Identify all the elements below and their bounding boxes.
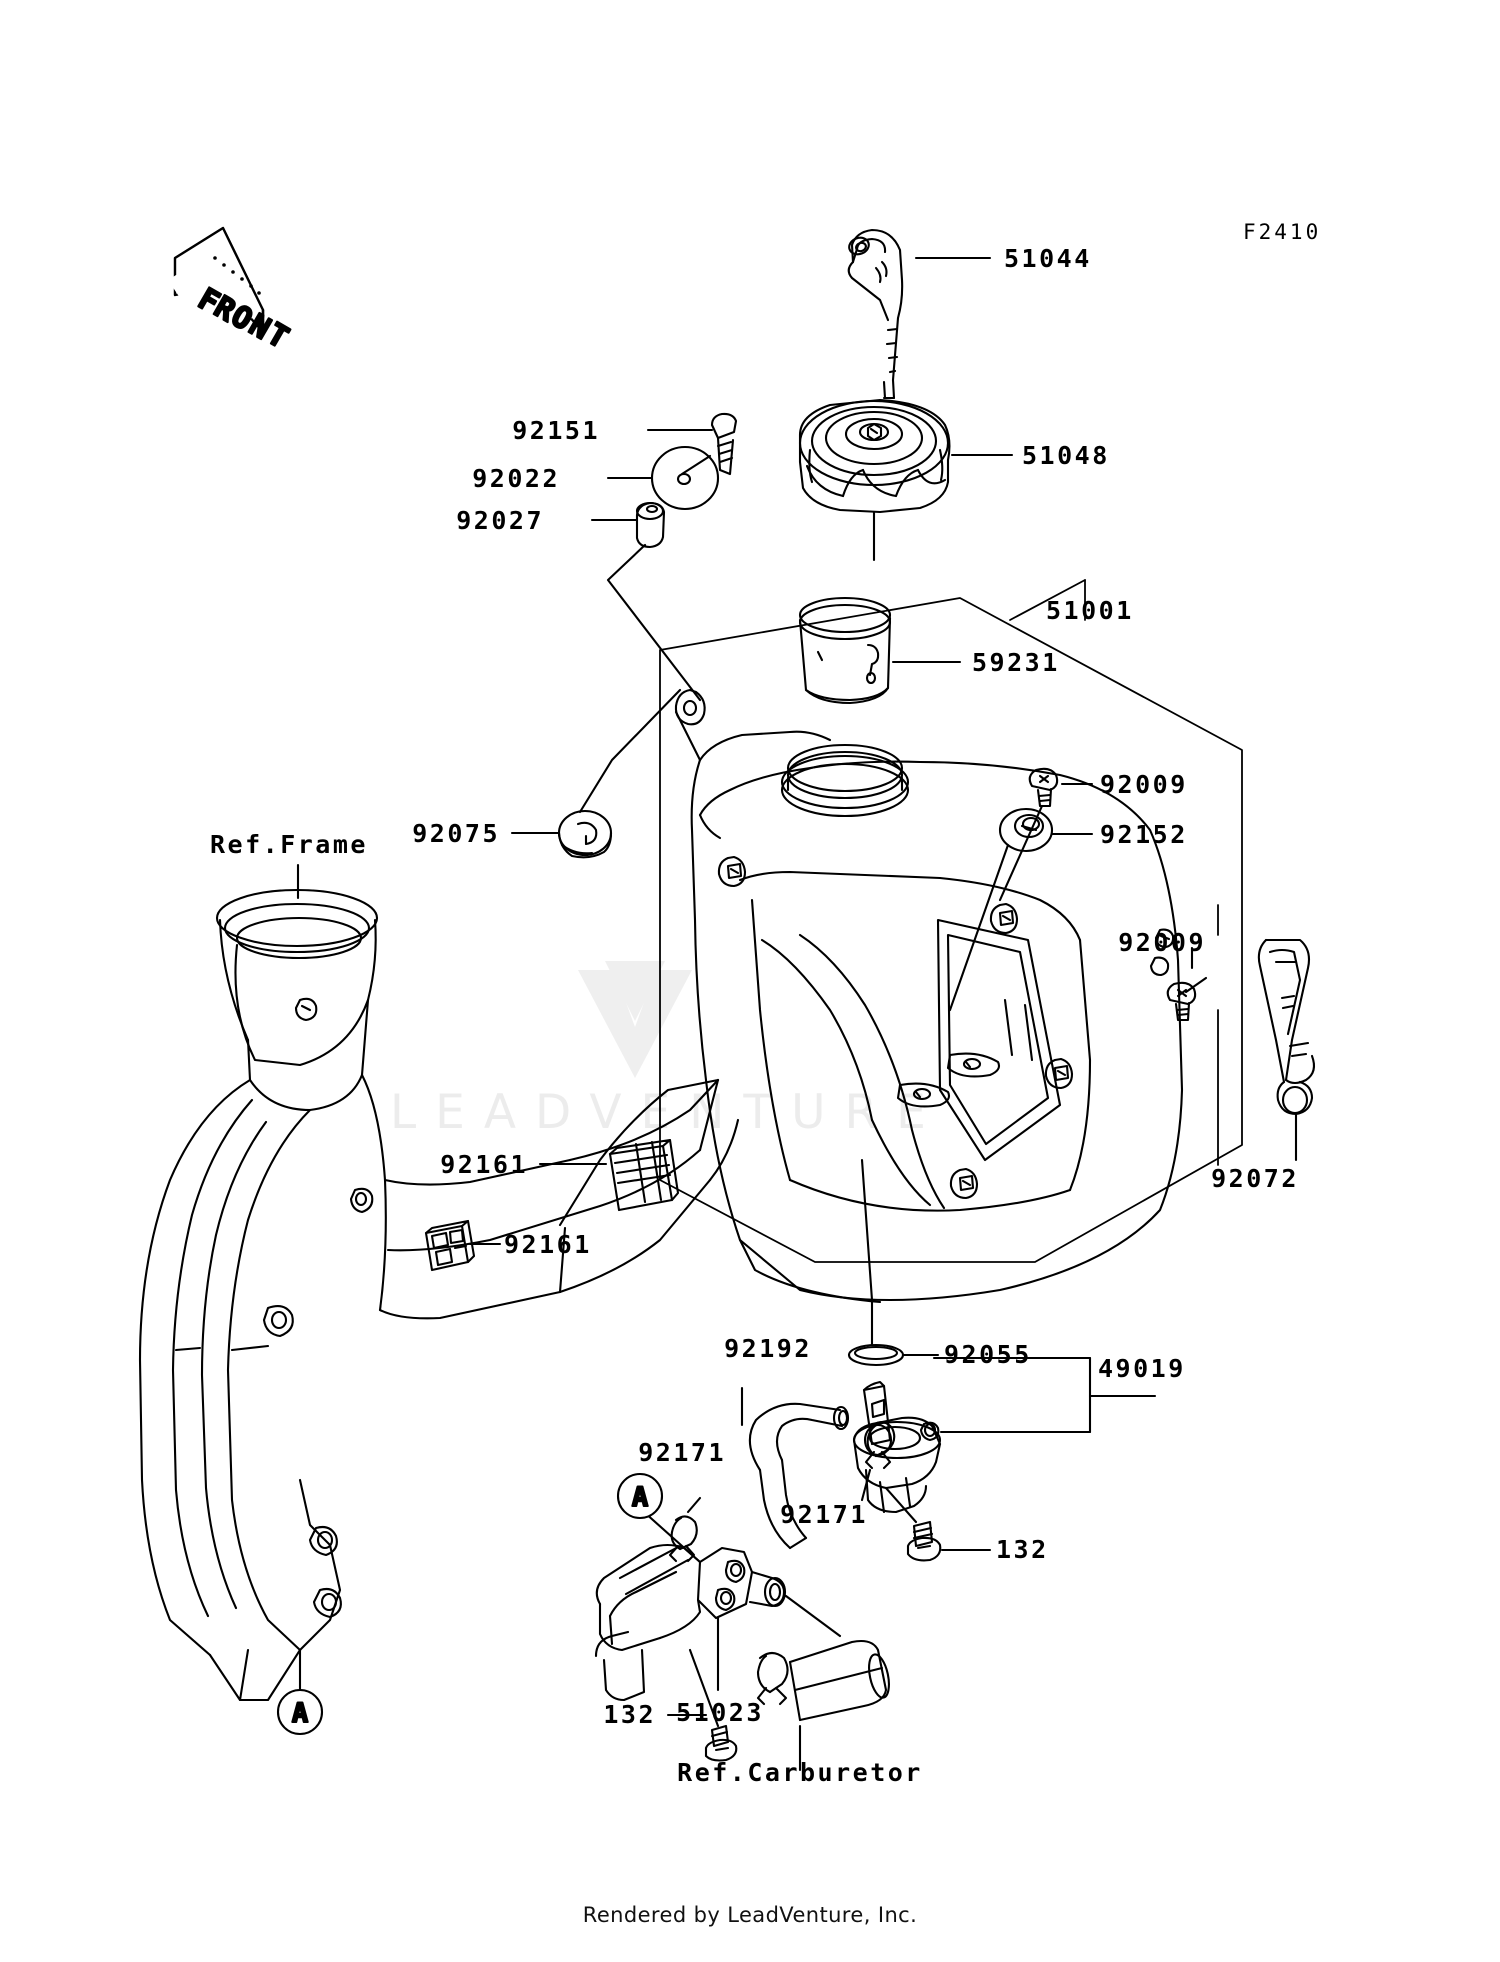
part-51001-fuel-tank (674, 688, 1184, 1304)
part-92192-hose (748, 1402, 850, 1550)
reference-label-carburetor: Ref.Carburetor (677, 1758, 923, 1787)
tank-boss-right (1044, 1057, 1074, 1090)
leader-51001 (1009, 579, 1086, 621)
callout-a-upper: A (616, 1472, 664, 1520)
part-label-92027: 92027 (456, 506, 544, 535)
part-ref-frame (138, 888, 740, 1702)
diagram-code: F2410 (1243, 220, 1322, 244)
callout-a-lower: A (276, 1688, 324, 1736)
leader-51023-to-clamp (784, 1594, 842, 1638)
part-92161-clip-damper (424, 1219, 476, 1272)
part-label-59231: 59231 (972, 648, 1060, 677)
part-label-92075: 92075 (412, 819, 500, 848)
part-label-132-bottom: 132 (603, 1700, 656, 1729)
tank-decals (896, 928, 1175, 1108)
leader-92009-upper-to-tank (998, 804, 1044, 902)
part-label-92009-upper: 92009 (1100, 770, 1188, 799)
part-label-92055: 92055 (944, 1340, 1032, 1369)
part-label-51044: 51044 (1004, 244, 1092, 273)
leader-92152-to-tank (948, 843, 1010, 1012)
part-92009-screw-right (1166, 981, 1197, 1022)
part-label-92171-left: 92171 (638, 1438, 726, 1467)
part-92055-oring (847, 1343, 905, 1367)
part-label-92171-right: 92171 (780, 1500, 868, 1529)
leader-92009-right (1184, 976, 1208, 994)
part-49019-assembly (852, 1380, 942, 1514)
part-label-92009-right: 92009 (1118, 928, 1206, 957)
svg-text:A: A (292, 1698, 308, 1729)
footer-attribution: Rendered by LeadVenture, Inc. (582, 1903, 918, 1927)
part-label-92152: 92152 (1100, 820, 1188, 849)
part-132-bolt-right (906, 1520, 942, 1562)
part-92161-ribbed-damper (608, 1138, 680, 1212)
part-label-51023: 51023 (676, 1698, 764, 1727)
part-label-132-right: 132 (996, 1535, 1049, 1564)
part-92075-damper (557, 809, 613, 859)
part-label-92192: 92192 (724, 1334, 812, 1363)
part-132-bolt-bottom (704, 1724, 738, 1762)
part-label-92161-b: 92161 (504, 1230, 592, 1259)
part-92151-bolt (710, 412, 738, 476)
part-label-92072: 92072 (1211, 1164, 1299, 1193)
part-92072-band (1257, 938, 1316, 1116)
leader-92171-left (686, 1496, 702, 1514)
part-fuel-cap (798, 398, 951, 514)
tank-boss-mid (989, 902, 1019, 935)
part-label-92151: 92151 (512, 416, 600, 445)
part-label-51001: 51001 (1046, 596, 1134, 625)
front-arrow-icon: F R O N T (168, 226, 295, 357)
tank-boss-upper-left (717, 855, 747, 888)
part-ref-carburetor-hose (756, 1639, 890, 1722)
part-label-51048: 51048 (1022, 441, 1110, 470)
part-breather-hose (847, 228, 904, 400)
part-92152-collar (998, 807, 1054, 853)
svg-text:A: A (632, 1482, 648, 1513)
part-51023-fuel-tap (594, 1543, 787, 1702)
part-label-49019: 49019 (1098, 1354, 1186, 1383)
tank-boss-lower (949, 1167, 979, 1200)
leader-132-bottom-link (688, 1648, 720, 1728)
leader-92027-to-tank (606, 543, 702, 702)
part-92009-screw-upper (1028, 767, 1059, 808)
tank-boundary-box (659, 597, 1243, 1263)
leader-132-right-link (884, 1486, 918, 1524)
part-label-92022: 92022 (472, 464, 560, 493)
part-59231-filter (798, 596, 892, 705)
part-92027-collar (635, 501, 666, 549)
leader-92075-to-tank (578, 688, 682, 814)
part-92022-washer (650, 445, 720, 511)
leader-92055-to-tank (860, 1158, 874, 1346)
reference-label-frame: Ref.Frame (210, 830, 368, 859)
part-label-92161-a: 92161 (440, 1150, 528, 1179)
